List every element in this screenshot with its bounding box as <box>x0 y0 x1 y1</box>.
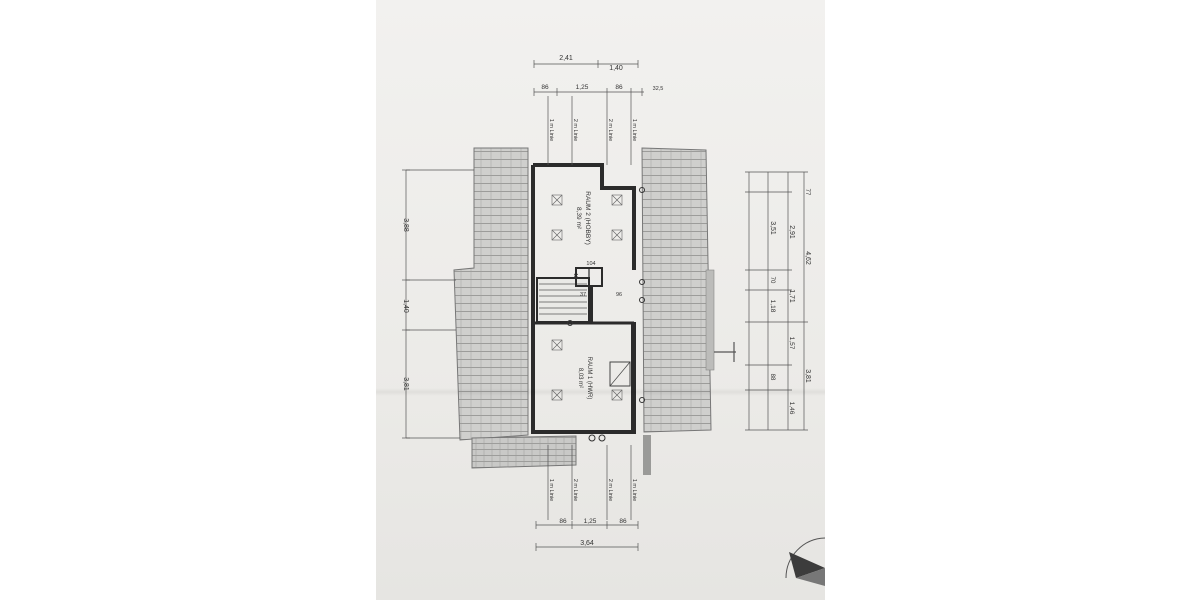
right-mid-291: 2,91 <box>788 225 795 239</box>
room-2-area: 8,39 m² <box>575 207 582 230</box>
right-inner-88: 88 <box>769 374 775 381</box>
small-dim-37: 37 <box>580 292 586 298</box>
wall-right-lower <box>631 322 636 432</box>
right-outer-381: 3,81 <box>804 369 811 383</box>
small-dim-96: 96 <box>616 292 622 298</box>
bottom-dim-125: 1,25 <box>584 518 597 525</box>
right-dimension-lines <box>745 171 808 431</box>
door-swing-3 <box>598 434 606 442</box>
roof-left <box>453 147 529 441</box>
top-dim-140: 1,40 <box>609 65 623 72</box>
right-mid-146: 1,46 <box>788 402 795 415</box>
bottom-line-label-4: 1 m Linie <box>631 479 637 501</box>
right-inner-70: 70 <box>769 277 775 284</box>
skylight-markers <box>551 194 623 401</box>
bottom-line-label-1: 1 m Linie <box>548 479 554 501</box>
right-inner-77: 77 <box>804 189 810 196</box>
top-dim-86a: 86 <box>541 84 549 91</box>
right-fixture-2 <box>639 279 645 285</box>
room-1-area: 8,03 m² <box>577 368 583 388</box>
right-fixture-1 <box>639 187 645 193</box>
right-fixture-4 <box>639 397 645 403</box>
stair-box <box>536 277 590 323</box>
roof-right <box>641 147 712 433</box>
paper-fold <box>376 388 825 396</box>
bottom-dim-total: 3,64 <box>580 540 594 547</box>
room-2-name: RAUM 2 (HOBBY) <box>584 191 591 244</box>
right-fixture-3 <box>639 297 645 303</box>
top-dim-86b: 86 <box>615 84 623 91</box>
bottom-dim-86a: 86 <box>559 518 567 525</box>
top-line-label-3: 2 m Linie <box>607 119 613 141</box>
small-dim-12: 12 <box>572 273 578 279</box>
small-dim-104: 104 <box>586 261 595 267</box>
right-mid-157: 1,57 <box>788 337 795 350</box>
top-line-label-1: 1 m Linie <box>548 119 554 141</box>
top-dim-241: 2,41 <box>559 55 573 62</box>
north-arrow-icon <box>785 537 825 586</box>
left-dimension-lines <box>402 169 474 439</box>
roof-left-lower <box>471 435 577 469</box>
roof-right-strip <box>705 269 715 371</box>
top-line-label-4: 1 m Linie <box>631 119 637 141</box>
right-outer-462: 4,62 <box>804 251 811 265</box>
bottom-dimension-lines <box>535 445 639 551</box>
right-mid-171: 1,71 <box>788 289 795 303</box>
top-line-label-2: 2 m Linie <box>572 119 578 141</box>
hwr-appliance-diag <box>609 361 631 387</box>
bottom-line-label-2: 2 m Linie <box>572 479 578 501</box>
wall-stub <box>589 286 593 322</box>
door-swing-1 <box>567 320 573 326</box>
stair-treads <box>539 283 587 315</box>
top-dimension-lines <box>533 60 644 165</box>
top-dim-325: 32,5 <box>653 86 664 92</box>
room-1-name: RAUM 1 (HWR) <box>586 357 592 400</box>
floor-plan-drawing: 2,41 1,40 86 1,25 86 32,5 1 m Linie 2 m … <box>402 55 825 586</box>
bottom-dim-86b: 86 <box>619 518 627 525</box>
right-inner-118: 1,18 <box>769 300 776 313</box>
left-dim-388: 3,88 <box>402 218 409 232</box>
left-dim-140: 1,40 <box>402 299 409 313</box>
right-inner-351: 3,51 <box>769 221 776 235</box>
bottom-line-label-3: 2 m Linie <box>607 479 613 501</box>
left-dim-381: 3,81 <box>402 377 409 391</box>
hwr-appliance <box>609 361 631 387</box>
plan-sheet: 2,41 1,40 86 1,25 86 32,5 1 m Linie 2 m … <box>376 0 825 600</box>
top-dim-125: 1,25 <box>576 84 589 91</box>
gutter-bottom-right <box>643 435 651 475</box>
door-swing-2 <box>588 434 596 442</box>
